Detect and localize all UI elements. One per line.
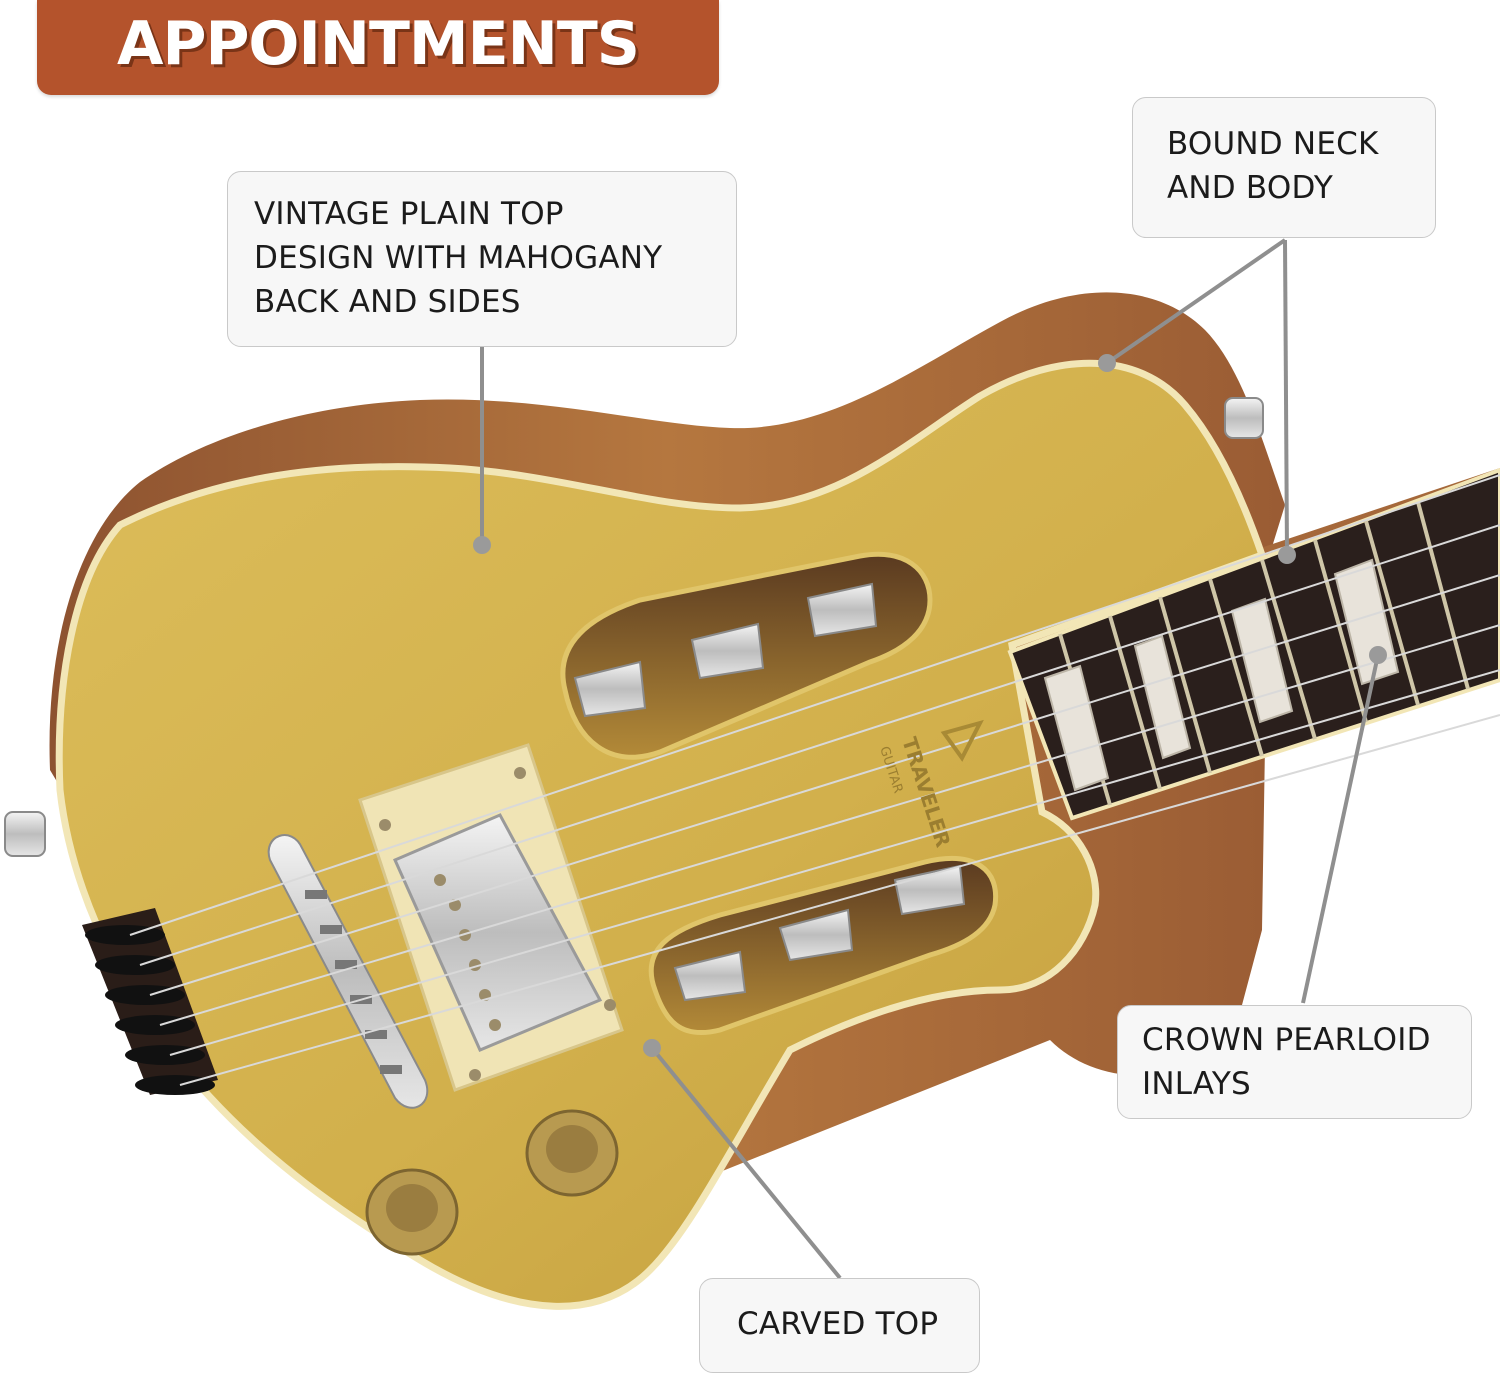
callout-text: BACK AND SIDES [254,284,521,321]
callout-text: CROWN PEARLOID [1142,1022,1431,1058]
leader-dots [473,354,1387,1057]
humbucker-pickup [358,743,624,1092]
leader-lines [480,238,1380,1280]
leader-crown [1301,654,1380,1004]
callout-carved-top: CARVED TOP [699,1278,980,1373]
frets [1058,501,1470,806]
strap-pin-right [1224,397,1264,439]
callout-text: AND BODY [1167,170,1333,207]
callout-crown-inlays: CROWN PEARLOID INLAYS [1117,1005,1472,1119]
strings [129,474,1500,1086]
strap-pin-left [4,811,46,857]
section-banner: APPOINTMENTS [37,0,719,95]
callout-text: DESIGN WITH MAHOGANY [254,240,663,277]
tone-knob [525,1109,619,1197]
callout-bound-neck: BOUND NECK AND BODY [1132,97,1436,238]
leader-carved [650,1046,842,1280]
callout-plain-top: VINTAGE PLAIN TOP DESIGN WITH MAHOGANY B… [227,171,737,347]
volume-knob [365,1168,459,1256]
lower-tailpiece [648,856,999,1036]
callout-text: INLAYS [1142,1066,1251,1103]
callout-text: CARVED TOP [737,1306,939,1342]
banner-title: APPOINTMENTS [117,9,640,79]
leader-neck-b [1283,239,1289,556]
upper-tailpiece [560,551,933,760]
callout-text: VINTAGE PLAIN TOP [254,196,564,232]
leader-neck-a [1105,238,1287,365]
callout-text: BOUND NECK [1167,126,1379,162]
